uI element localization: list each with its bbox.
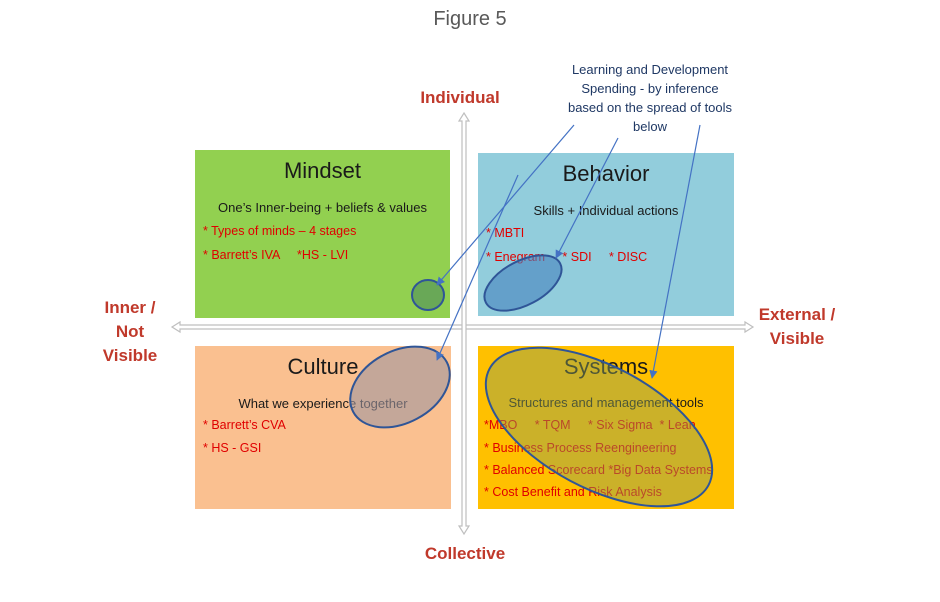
callout-text: Learning and Development Spending - by i… bbox=[550, 60, 750, 136]
quadrant-mindset: Mindset One’s Inner-being + beliefs & va… bbox=[195, 150, 450, 318]
quadrant-behavior: Behavior Skills + Individual actions * M… bbox=[478, 153, 734, 316]
quadrant-title-mindset: Mindset bbox=[283, 158, 362, 183]
tool-item: * Barrett’s IVA *HS - LVI bbox=[203, 248, 349, 262]
callout-line: Learning and Development bbox=[571, 62, 729, 77]
axis-label-left-line: Visible bbox=[102, 346, 158, 365]
axis-label-left: Inner / Not Visible bbox=[85, 296, 175, 368]
tool-item: * HS - GSI bbox=[203, 441, 262, 455]
quadrant-culture: Culture What we experience together * Ba… bbox=[195, 346, 451, 509]
callout-line: based on the spread of tools bbox=[567, 100, 733, 115]
ellipse-mindset bbox=[411, 279, 445, 311]
tool-item: * Balanced Scorecard *Big Data Systems bbox=[484, 463, 713, 477]
tool-item: * MBTI bbox=[486, 226, 525, 240]
quadrant-subtitle-behavior: Skills + Individual actions bbox=[533, 203, 679, 218]
tool-item: *MBO * TQM * Six Sigma * Lean bbox=[484, 418, 696, 432]
quadrant-title-behavior: Behavior bbox=[562, 161, 650, 186]
callout-arrow-behavior bbox=[555, 137, 619, 259]
quadrant-subtitle-systems: Structures and management tools bbox=[478, 395, 734, 410]
axis-label-top: Individual bbox=[420, 88, 500, 107]
tool-item: * Barrett’s CVA bbox=[203, 418, 286, 432]
axis-label-left-line: Inner / bbox=[104, 298, 156, 317]
quadrant-systems: Systems Structures and management tools … bbox=[478, 346, 734, 509]
callout-arrow-systems bbox=[649, 124, 701, 379]
axis-label-right-line: Visible bbox=[769, 329, 825, 348]
vertical-axis bbox=[457, 111, 471, 536]
callout-line: below bbox=[633, 119, 667, 134]
tool-item: * Cost Benefit and Risk Analysis bbox=[484, 485, 662, 499]
quadrant-title-systems: Systems bbox=[478, 354, 734, 380]
tool-item: * Business Process Reengineering bbox=[484, 441, 676, 455]
tool-item: * Types of minds – 4 stages bbox=[203, 224, 357, 238]
callout-arrow-culture bbox=[436, 174, 519, 361]
axis-label-bottom: Collective bbox=[424, 544, 506, 563]
quadrant-title-culture: Culture bbox=[287, 354, 359, 379]
axis-label-left-line: Not bbox=[115, 322, 145, 341]
quadrant-subtitle-mindset: One’s Inner-being + beliefs & values bbox=[218, 200, 427, 215]
ellipse-behavior bbox=[483, 254, 563, 312]
callout-line: Spending - by inference bbox=[581, 81, 719, 96]
ellipse-culture bbox=[349, 345, 451, 429]
ellipse-systems bbox=[484, 346, 714, 508]
axis-label-right-line: External / bbox=[758, 305, 836, 324]
axis-label-right: External / Visible bbox=[742, 303, 852, 351]
figure-title: Figure 5 bbox=[433, 8, 507, 30]
